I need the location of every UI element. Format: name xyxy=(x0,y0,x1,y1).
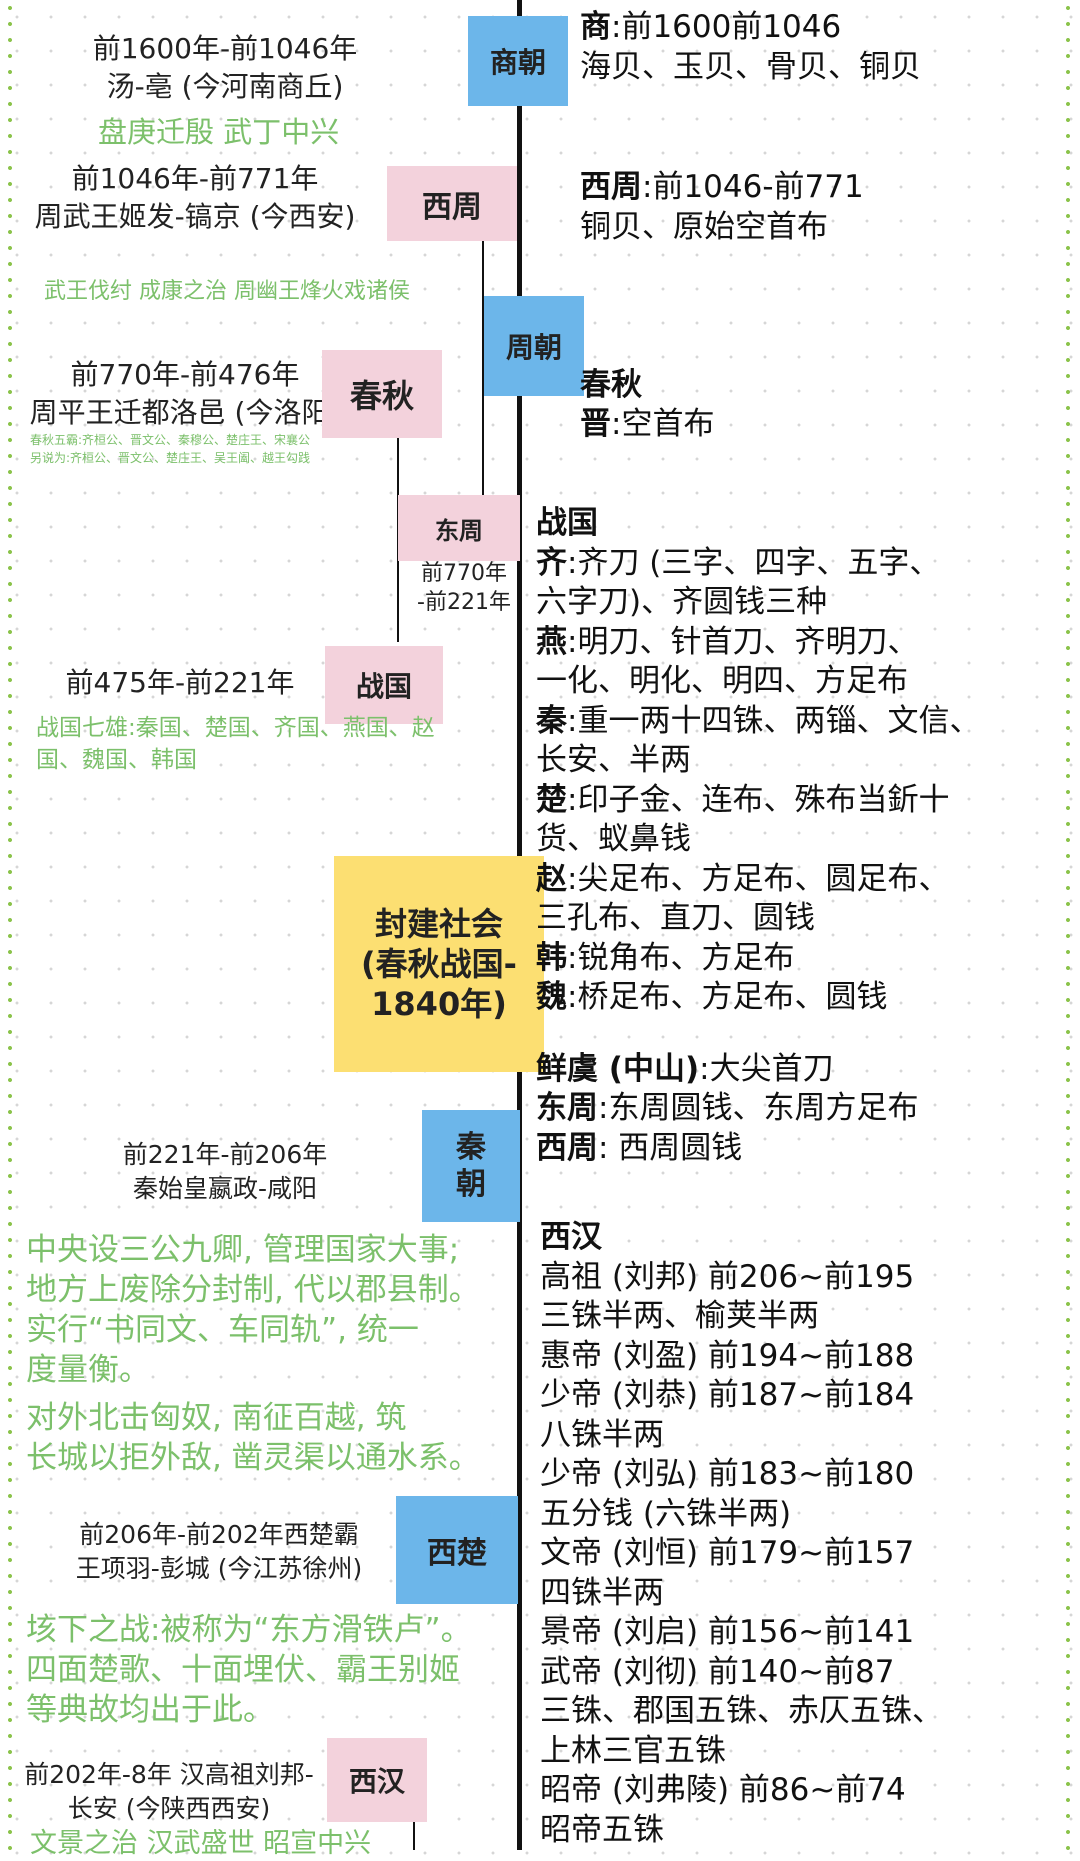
zhou-branch-line xyxy=(482,238,484,498)
coin-han-row: 景帝 (刘启) 前156~前141 xyxy=(540,1614,915,1650)
shang-dynasty-box: 商朝 xyxy=(468,16,568,106)
coin-han-row: 文帝 (刘恒) 前179~前157 xyxy=(540,1535,915,1571)
coin-western-zhou: 西周:前1046-前771 xyxy=(580,169,864,205)
coin-zhanguo-list: 战国 齐:齐刀 (三字、四字、五字、 六字刀)、齐圆钱三种 燕:明刀、针首刀、齐… xyxy=(536,504,980,1168)
qin-dates: 前221年-前206年 xyxy=(122,1140,328,1169)
chunqiu-five-hegemons-alt: 另说为:齐桓公、晋文公、楚庄王、吴王阖、越王勾践 xyxy=(30,451,311,465)
western-chu-info: 前206年-前202年西楚霸 王项羽-彭城 (今江苏徐州) xyxy=(44,1518,394,1586)
shang-dates: 前1600年-前1046年 xyxy=(92,32,358,65)
coin-han-row: 四铢半两 xyxy=(540,1574,664,1611)
eastern-zhou-dates: 前770年 -前221年 xyxy=(417,561,511,615)
coin-western-zhou-items: 铜贝、原始空首布 xyxy=(580,209,828,245)
left-dotted-border xyxy=(8,0,12,1850)
zhou-dynasty-box: 周朝 xyxy=(484,296,584,396)
western-zhou-info: 前1046年-前771年 周武王姬发-镐京 (今西安) xyxy=(10,160,380,236)
zhanguo-seven-states: 战国七雄:秦国、楚国、齐国、燕国、赵 国、魏国、韩国 xyxy=(36,715,435,774)
coin-han-row: 少帝 (刘恭) 前187~前184 xyxy=(540,1377,915,1413)
western-chu-events: 垓下之战:被称为“东方滑铁卢”。 四面楚歌、十面埋伏、霸王别姬 等典故均出于此。 xyxy=(26,1612,472,1728)
right-dotted-border xyxy=(1066,0,1070,1850)
coin-han-row: 昭帝 (刘弗陵) 前86~前74 xyxy=(540,1772,906,1808)
coin-chunqiu-jin: 晋:空首布 xyxy=(580,406,715,442)
western-han-box: 西汉 xyxy=(327,1738,427,1822)
qin-events: 中央设三公九卿, 管理国家大事; 地方上废除分封制, 代以郡县制。 实行“书同文… xyxy=(26,1232,480,1476)
coin-state-row: 货、蚁鼻钱 xyxy=(536,821,691,857)
feudal-society-box: 封建社会 (春秋战国- 1840年) xyxy=(334,856,544,1072)
coin-other-row: 鲜虞 (中山):大尖首刀 xyxy=(536,1050,834,1087)
chunqiu-capital: 周平王迁都洛邑 (今洛阳) xyxy=(29,395,341,429)
coin-zhanguo-heading: 战国 xyxy=(536,505,598,541)
coin-state-row: 齐:齐刀 (三字、四字、五字、 xyxy=(536,544,941,581)
coin-han-row: 武帝 (刘彻) 前140~前87 xyxy=(540,1653,895,1690)
western-chu-box: 西楚 xyxy=(396,1496,518,1604)
chunqiu-box: 春秋 xyxy=(322,350,442,438)
qin-info: 前221年-前206年 秦始皇嬴政-咸阳 xyxy=(80,1138,370,1206)
coin-state-row: 一化、明化、明四、方足布 xyxy=(536,663,908,699)
coin-han-row: 少帝 (刘弘) 前183~前180 xyxy=(540,1456,915,1492)
coin-state-row: 长安、半两 xyxy=(536,742,691,778)
coin-state-row: 燕:明刀、针首刀、齐明刀、 xyxy=(536,623,919,660)
western-zhou-capital: 周武王姬发-镐京 (今西安) xyxy=(34,199,356,233)
qin-capital: 秦始皇嬴政-咸阳 xyxy=(132,1173,318,1203)
coin-han-row: 高祖 (刘邦) 前206~前195 xyxy=(540,1258,915,1295)
eastern-zhou-box: 东周 xyxy=(398,495,520,561)
coin-other-row: 东周:东周圆钱、东周方足布 xyxy=(536,1090,919,1126)
coin-other-row: 西周: 西周圆钱 xyxy=(536,1129,743,1166)
zhanguo-box: 战国 xyxy=(325,646,443,724)
chunqiu-five-hegemons: 春秋五霸:齐桓公、晋文公、秦穆公、楚庄王、宋襄公 xyxy=(30,433,311,447)
coin-western-han-heading: 西汉 xyxy=(540,1219,602,1255)
coin-state-row: 六字刀)、齐圆钱三种 xyxy=(536,584,828,620)
coin-state-row: 三孔布、直刀、圆钱 xyxy=(536,900,815,936)
coin-han-row: 上林三官五铢 xyxy=(540,1732,726,1769)
western-chu-dates: 前206年-前202年西楚霸 xyxy=(79,1520,359,1549)
chunqiu-info: 前770年-前476年 周平王迁都洛邑 (今洛阳) xyxy=(10,356,360,432)
coin-state-row: 魏:桥足布、方足布、圆钱 xyxy=(536,979,888,1015)
coin-state-row: 韩:锐角布、方足布 xyxy=(536,939,795,976)
western-chu-capital: 王项羽-彭城 (今江苏徐州) xyxy=(75,1553,363,1583)
coin-han-row: 昭帝五铢 xyxy=(540,1811,664,1848)
coin-state-row: 楚:印子金、连布、殊布当釿十 xyxy=(536,781,950,818)
coin-han-row: 八铢半两 xyxy=(540,1416,664,1453)
western-han-events: 文景之治 汉武盛世 昭宣中兴 xyxy=(30,1828,372,1859)
chunqiu-dates: 前770年-前476年 xyxy=(70,358,300,391)
shang-capital: 汤-亳 (今河南商丘) xyxy=(106,69,344,103)
western-zhou-box: 西周 xyxy=(387,166,517,241)
coin-western-han-list: 西汉 高祖 (刘邦) 前206~前195 三铢半两、榆荚半两 惠帝 (刘盈) 前… xyxy=(540,1218,943,1850)
western-zhou-dates: 前1046年-前771年 xyxy=(71,162,319,195)
coin-han-row: 五分钱 (六铢半两) xyxy=(540,1495,792,1532)
coin-state-row: 秦:重一两十四铢、两锱、文信、 xyxy=(536,702,981,739)
coin-han-row: 惠帝 (刘盈) 前194~前188 xyxy=(540,1337,915,1374)
coin-shang-items: 海贝、玉贝、骨贝、铜贝 xyxy=(580,49,921,85)
shang-info: 前1600年-前1046年 汤-亳 (今河南商丘) xyxy=(60,30,390,106)
shang-events: 盘庚迁殷 武丁中兴 xyxy=(98,115,340,149)
coin-shang: 商:前1600前1046 xyxy=(580,9,842,45)
zhanguo-dates: 前475年-前221年 xyxy=(65,666,295,699)
coin-han-row: 三铢半两、榆荚半两 xyxy=(540,1298,819,1334)
western-zhou-events: 武王伐纣 成康之治 周幽王烽火戏诸侯 xyxy=(44,279,410,304)
coin-state-row: 赵:尖足布、方足布、圆足布、 xyxy=(536,860,950,897)
western-han-info: 前202年-8年 汉高祖刘邦- 长安 (今陕西西安) xyxy=(4,1758,334,1826)
western-han-capital: 长安 (今陕西西安) xyxy=(67,1793,271,1823)
western-han-dates: 前202年-8年 汉高祖刘邦- xyxy=(24,1760,314,1789)
western-han-branch-line xyxy=(413,1810,415,1850)
coin-chunqiu-heading: 春秋 xyxy=(580,367,642,403)
qin-dynasty-box: 秦 朝 xyxy=(422,1110,520,1222)
coin-han-row: 三铢、郡国五铢、赤仄五铢、 xyxy=(540,1693,943,1729)
